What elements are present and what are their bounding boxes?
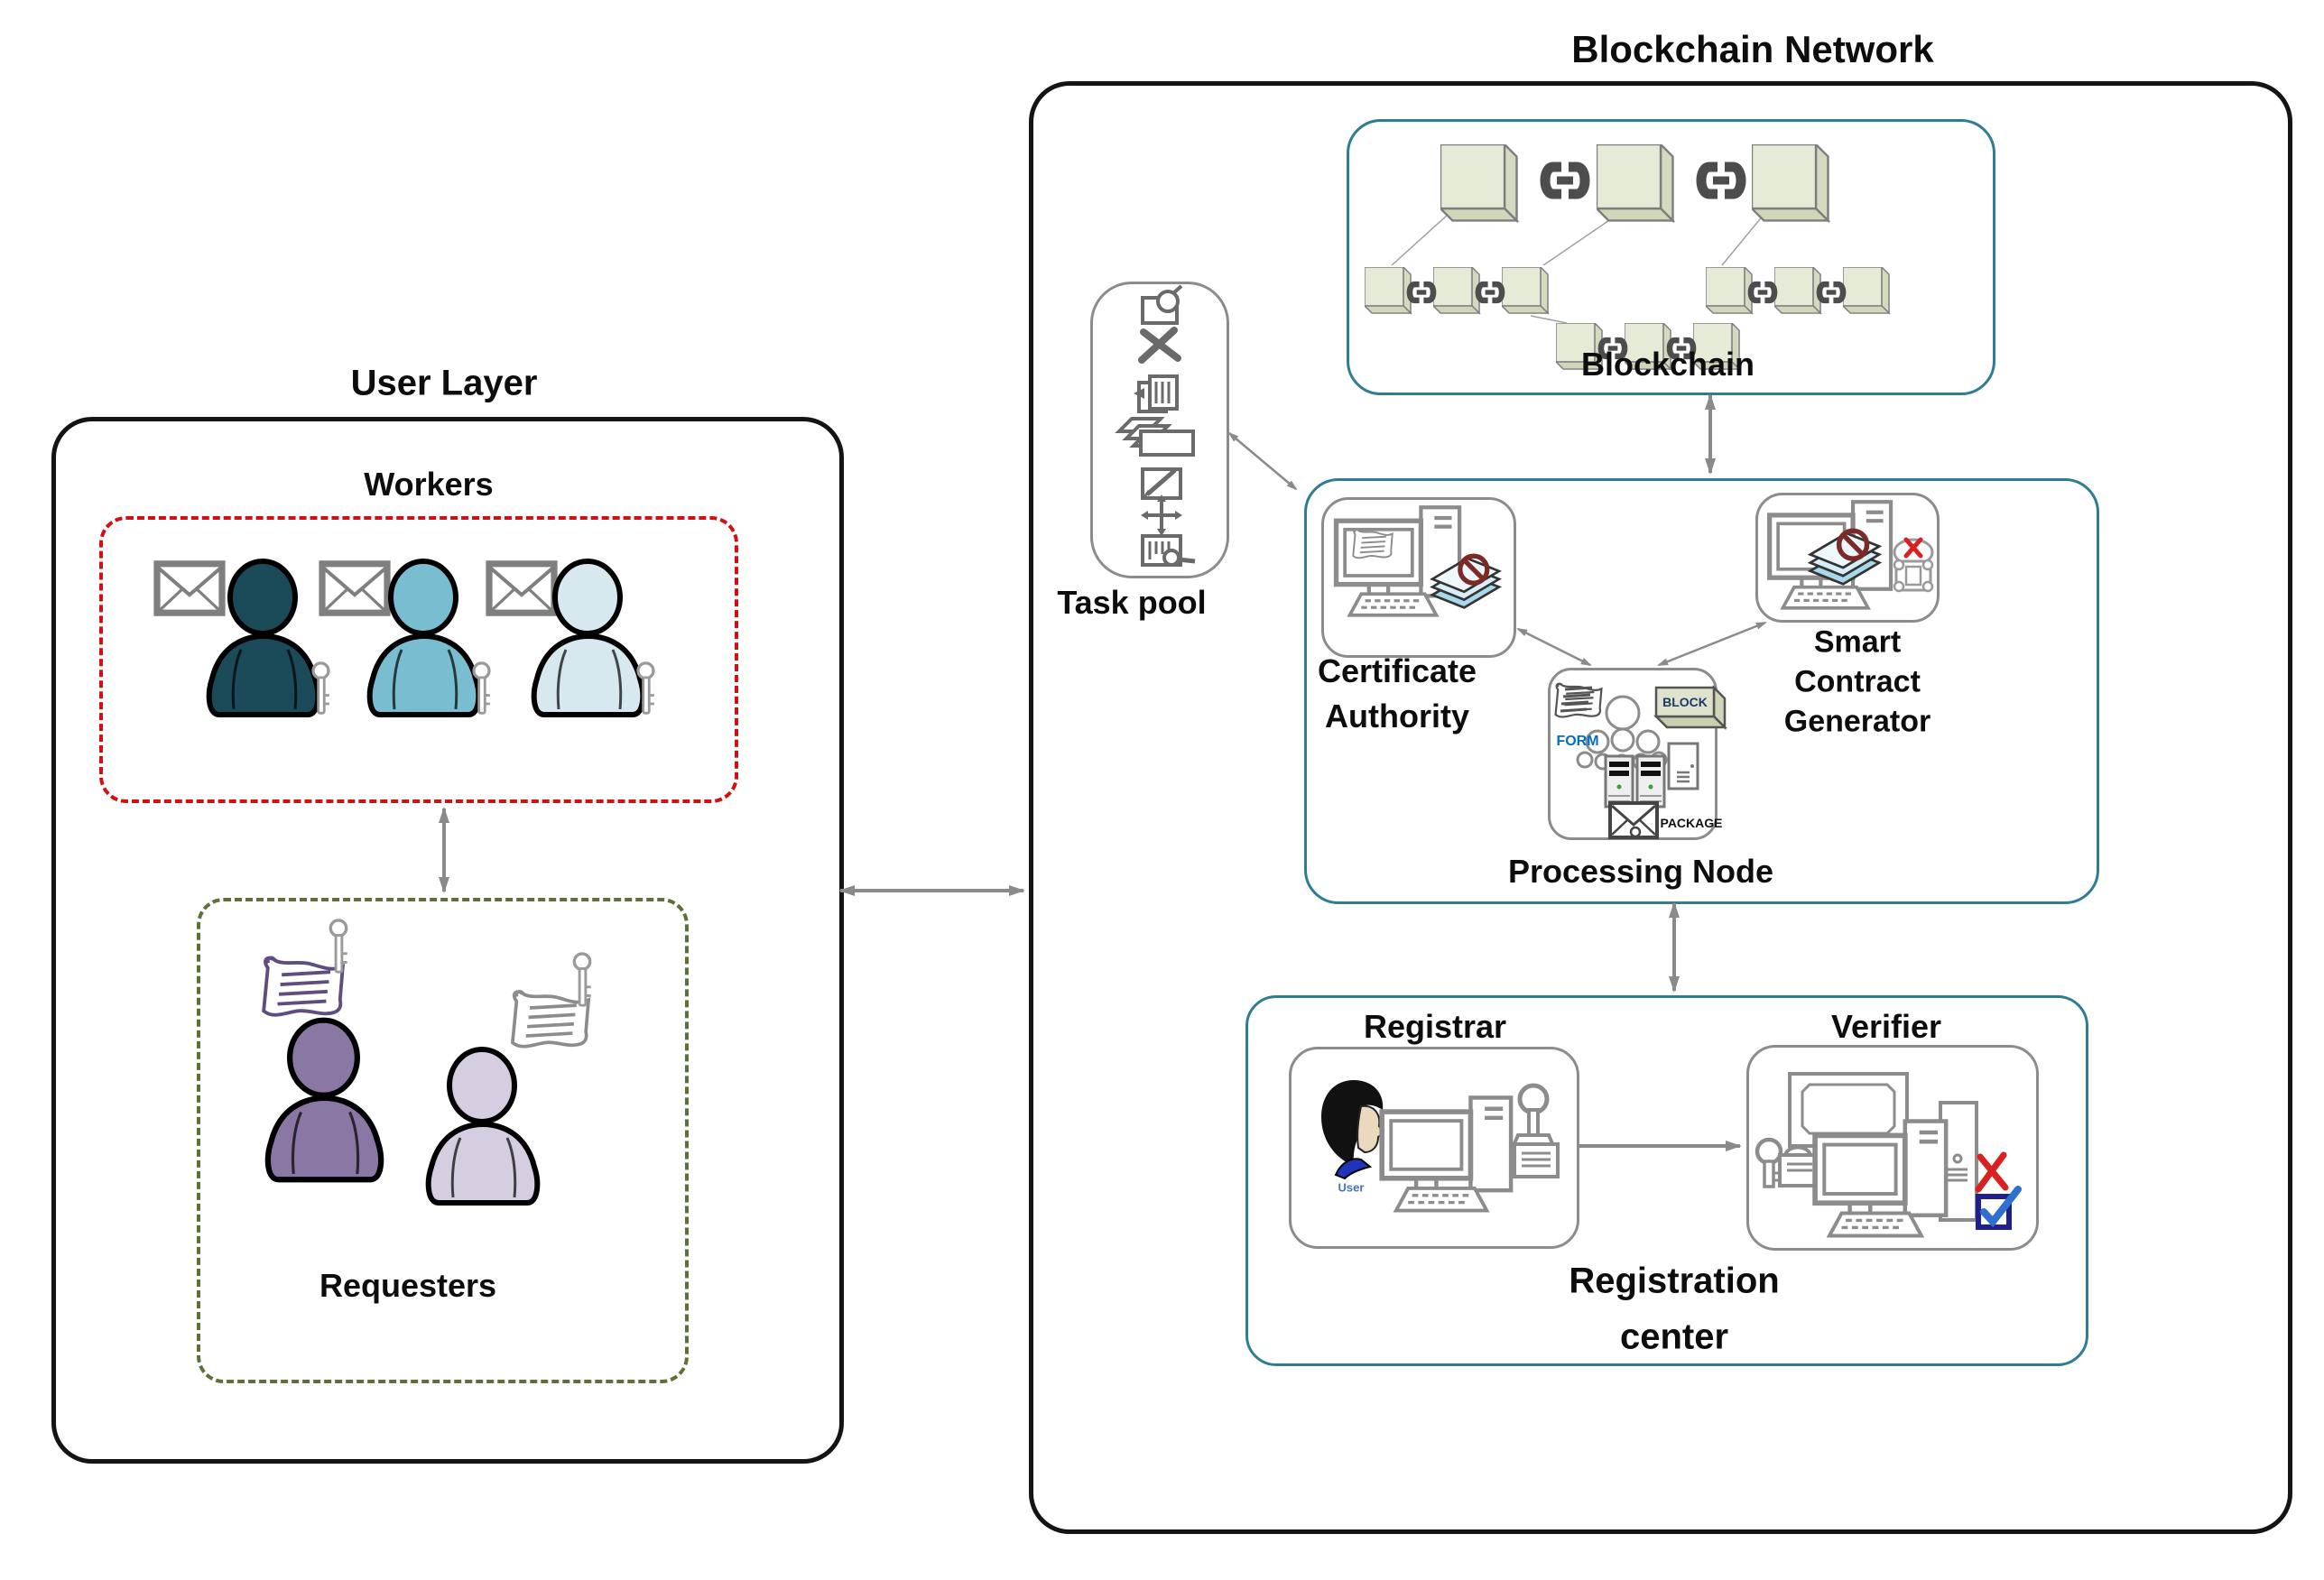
- x-mark-icon: [1903, 537, 1923, 559]
- processing-area-box: [1304, 478, 2099, 904]
- certificate-authority-icon: [1337, 507, 1499, 614]
- verifier-label: Verifier: [1830, 1008, 1942, 1045]
- cut-icon: [1138, 327, 1181, 364]
- registrar-label: Registrar: [1363, 1008, 1507, 1045]
- edit-document-icon: [1141, 467, 1182, 500]
- chain-link-icon: [1751, 284, 1774, 300]
- certificate-authority-label-line2: Authority: [1325, 698, 1469, 735]
- user-layer-box: [51, 417, 844, 1464]
- verifier-icons: [1755, 1072, 2022, 1235]
- block-cube-icon: [1653, 684, 1728, 731]
- key-stamp-icon: [1509, 1083, 1560, 1178]
- block-cube: [1597, 144, 1674, 222]
- task-stack-icon: [1115, 417, 1195, 457]
- robot-icon: [1893, 538, 1934, 593]
- requesters-group: [264, 919, 593, 1203]
- block-cube: [1752, 144, 1829, 222]
- arrow-taskpool-processing: [1227, 431, 1298, 491]
- blockchain-label: Blockchain: [1580, 346, 1755, 383]
- block-cube: [1706, 267, 1753, 314]
- chain-link-icon: [1701, 167, 1741, 194]
- requesters-box: [197, 898, 689, 1383]
- requester-person-icon: [268, 1021, 381, 1180]
- chain-link-icon: [1478, 284, 1502, 300]
- task-pool-icons: [1115, 284, 1196, 567]
- block-cube: [1502, 267, 1549, 314]
- task-pool-label: Task pool: [1057, 584, 1207, 621]
- envelope-icon: [157, 564, 222, 613]
- panel-icon: [1667, 742, 1699, 790]
- form-scroll-icon: [1554, 682, 1603, 718]
- server-towers-icon: [1604, 754, 1666, 808]
- registration-center-label-line2: center: [1619, 1317, 1729, 1357]
- task-scroll-icon: [513, 992, 588, 1047]
- blockchain-cubes: [1365, 144, 1890, 370]
- workers-group: [157, 561, 656, 715]
- registrar-icons: [1321, 1079, 1560, 1211]
- envelope-icon: [322, 564, 387, 613]
- arrow-ca-processing-node: [1516, 627, 1592, 667]
- form-label: FORM: [1556, 734, 1599, 749]
- block-label: BLOCK: [1662, 695, 1708, 709]
- registration-center-label-line1: Registration: [1569, 1261, 1780, 1301]
- copy-document-icon: [1134, 374, 1179, 413]
- smart-contract-generator-label-line2: Contract: [1794, 664, 1921, 699]
- worker-person-icon: [209, 561, 319, 715]
- chain-link-icon: [1545, 167, 1585, 194]
- arrow-scg-processing-node: [1657, 621, 1767, 667]
- block-cube: [1433, 267, 1480, 314]
- processing-node-icons: [1554, 682, 1728, 839]
- reject-x-icon: [1975, 1151, 2009, 1193]
- blockchain-box: [1347, 119, 1995, 395]
- block-cube: [1843, 267, 1890, 314]
- user-label: User: [1338, 1180, 1365, 1195]
- approve-checkbox-icon: [1976, 1186, 2022, 1230]
- chain-link-icon: [1410, 284, 1433, 300]
- workers-box: [99, 516, 738, 803]
- scan-document-icon: [1141, 284, 1183, 325]
- task-scroll-icon: [264, 957, 343, 1015]
- chain-link-icon: [1819, 284, 1843, 300]
- envelope-icon: [489, 564, 554, 613]
- move-icon: [1141, 494, 1182, 536]
- certificate-authority-label-line1: Certificate: [1317, 652, 1477, 689]
- smart-contract-generator-label-line3: Generator: [1783, 704, 1931, 739]
- registration-center-box: [1245, 995, 2088, 1366]
- smart-contract-generator-icon: [1770, 502, 1934, 608]
- key-icon: [1755, 1137, 1783, 1188]
- user-head-icon: [1321, 1079, 1385, 1180]
- package-envelope-icon: [1608, 801, 1659, 839]
- block-cube: [1440, 144, 1518, 222]
- block-cube: [1774, 267, 1821, 314]
- submit-document-icon: [1141, 534, 1196, 567]
- requesters-label: Requesters: [319, 1267, 497, 1304]
- user-layer-title: User Layer: [350, 363, 538, 403]
- package-label: PACKAGE: [1660, 816, 1723, 830]
- blockchain-network-box: [1029, 81, 2292, 1534]
- smart-contract-generator-label-line1: Smart: [1813, 624, 1902, 660]
- workers-label: Workers: [364, 466, 494, 503]
- key-icon: [572, 952, 593, 1007]
- block-cube: [1365, 267, 1412, 314]
- requester-person-icon: [429, 1049, 538, 1203]
- processing-node-label: Processing Node: [1507, 853, 1774, 890]
- blockchain-network-title: Blockchain Network: [1571, 28, 1934, 70]
